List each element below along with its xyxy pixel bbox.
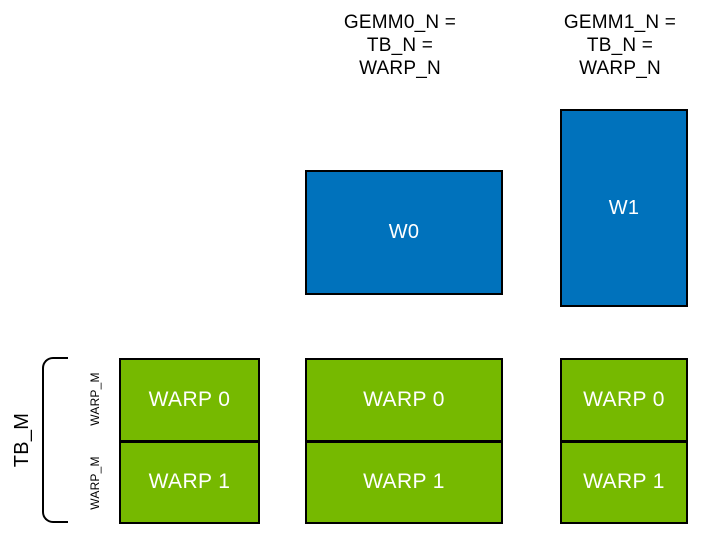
- gemm0-n-label: GEMM0_N = TB_N = WARP_N: [300, 11, 500, 80]
- warp-column-2-cell-warp1: WARP 1: [562, 442, 686, 522]
- gemm0-n-label-line1: GEMM0_N =: [343, 12, 457, 33]
- gemm1-n-label-line2: TB_N =: [586, 35, 654, 56]
- gemm1-n-label-line1: GEMM1_N =: [563, 12, 677, 33]
- w0-tile-label: W0: [388, 221, 420, 243]
- w0-tile: W0: [305, 170, 503, 295]
- warp-m-label-1: WARP_M: [88, 456, 102, 510]
- warp-column-0: WARP 0 WARP 1: [119, 358, 260, 524]
- gemm0-n-label-line2: TB_N =: [366, 35, 434, 56]
- warp-m-label-0: WARP_M: [88, 372, 102, 426]
- warp-column-2-cell-warp0: WARP 0: [562, 360, 686, 443]
- tb-m-bracket: [42, 357, 68, 523]
- warp-column-1-cell-warp1: WARP 1: [307, 442, 501, 522]
- warp-column-0-cell-warp1: WARP 1: [121, 442, 258, 522]
- warp-column-1: WARP 0 WARP 1: [305, 358, 503, 524]
- gemm0-n-label-line3: WARP_N: [359, 58, 441, 79]
- warp-column-2: WARP 0 WARP 1: [560, 358, 688, 524]
- tb-m-label: TB_M: [10, 412, 33, 468]
- gemm1-n-label-line3: WARP_N: [579, 58, 661, 79]
- w1-tile-label: W1: [608, 196, 640, 219]
- gemm1-n-label: GEMM1_N = TB_N = WARP_N: [520, 11, 720, 80]
- warp-column-1-cell-warp0: WARP 0: [307, 360, 501, 443]
- warp-column-0-cell-warp0: WARP 0: [121, 360, 258, 443]
- w1-tile: W1: [560, 109, 688, 307]
